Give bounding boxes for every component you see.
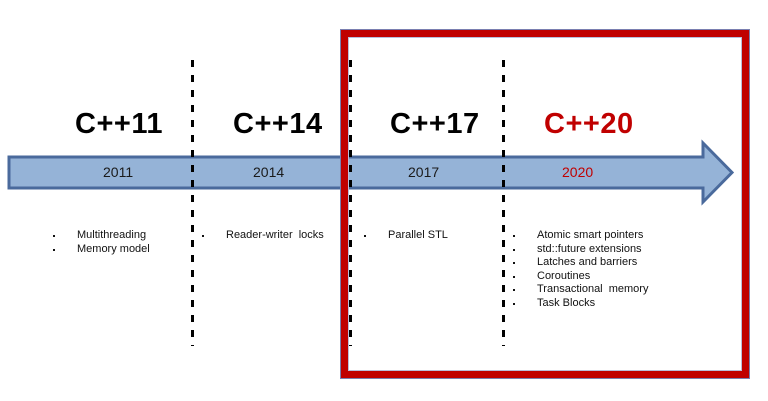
year-2011: 2011 bbox=[103, 164, 134, 180]
feature-item: std::future extensions bbox=[513, 243, 648, 257]
era-separator-2 bbox=[349, 60, 352, 346]
feature-item: Memory model bbox=[53, 243, 150, 257]
era-title-cpp20: C++20 bbox=[544, 108, 634, 140]
year-2017: 2017 bbox=[408, 164, 440, 180]
feature-item: Latches and barriers bbox=[513, 256, 648, 270]
era-title-cpp14: C++14 bbox=[233, 108, 323, 140]
feature-item: Coroutines bbox=[513, 270, 648, 284]
era-title-cpp11: C++11 bbox=[75, 108, 163, 140]
features-cpp17: Parallel STL bbox=[364, 229, 448, 243]
era-separator-1 bbox=[191, 60, 194, 346]
highlight-box bbox=[341, 30, 749, 378]
features-cpp11: Multithreading Memory model bbox=[53, 229, 150, 256]
feature-item: Transactional memory bbox=[513, 283, 648, 297]
year-2020: 2020 bbox=[562, 164, 594, 180]
year-2014: 2014 bbox=[253, 164, 285, 180]
feature-item: Parallel STL bbox=[364, 229, 448, 243]
feature-item: Reader-writer locks bbox=[202, 229, 324, 243]
feature-item: Atomic smart pointers bbox=[513, 229, 648, 243]
features-cpp14: Reader-writer locks bbox=[202, 229, 324, 243]
era-title-cpp17: C++17 bbox=[390, 108, 480, 140]
feature-item: Task Blocks bbox=[513, 297, 648, 311]
era-separator-3 bbox=[502, 60, 505, 346]
feature-item: Multithreading bbox=[53, 229, 150, 243]
features-cpp20: Atomic smart pointers std::future extens… bbox=[513, 229, 648, 310]
